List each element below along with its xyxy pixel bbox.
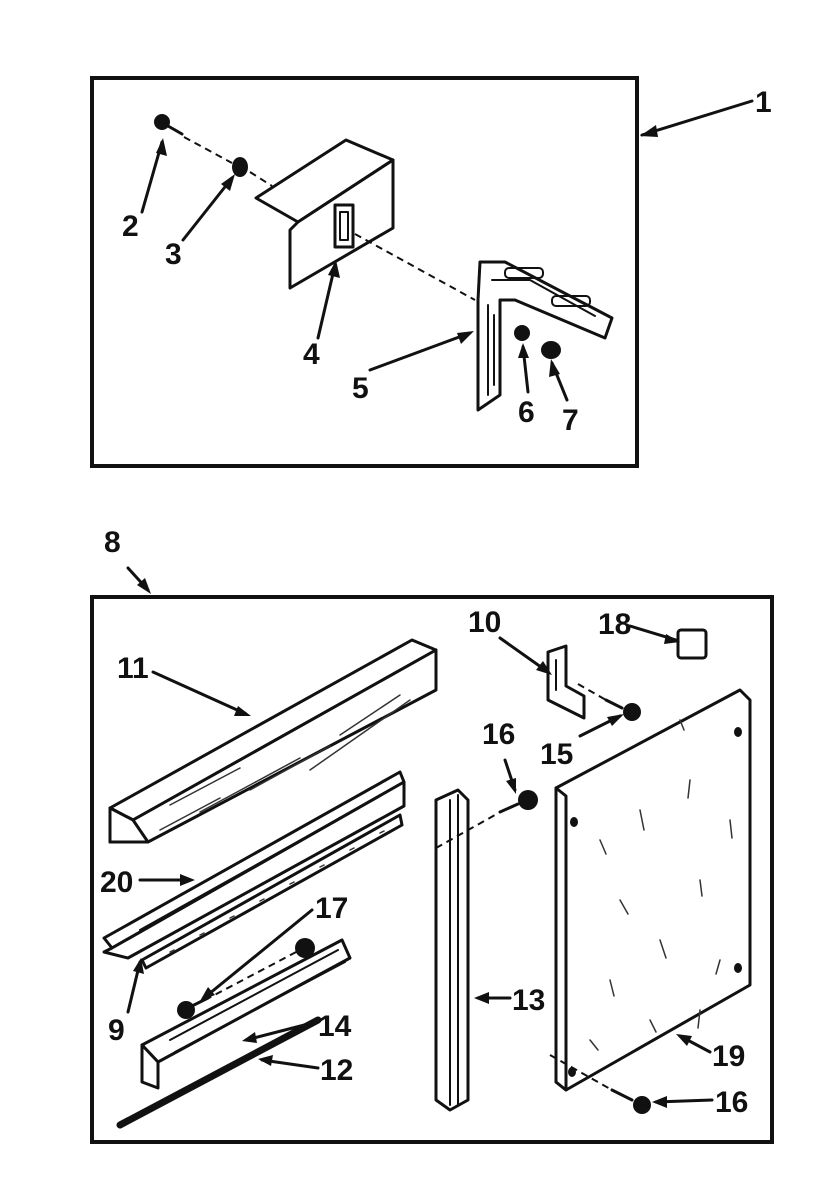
callout-label-10: 10	[468, 606, 501, 639]
callout-label-16-upper: 16	[482, 718, 515, 751]
callout-label-17: 17	[315, 892, 348, 925]
callout-label-6: 6	[518, 396, 535, 429]
callout-label-14: 14	[318, 1010, 352, 1043]
callout-label-12: 12	[320, 1054, 353, 1087]
clip-part-18	[676, 628, 708, 660]
callout-label-15: 15	[540, 738, 573, 771]
callout-labels: 1 2 3 4 5 6 7 8 9 10 11 12 13 14 15 16 1…	[100, 86, 772, 1119]
callout-label-1: 1	[755, 86, 772, 119]
leader-lines-bottom	[126, 566, 714, 1108]
vertical-channel-part-13	[434, 788, 470, 1112]
angle-bracket-part-5	[476, 260, 614, 412]
screw-part-16-lower	[610, 1088, 651, 1114]
screw-part-2	[154, 114, 184, 136]
assembly-line-top-1	[183, 136, 273, 187]
callout-label-4: 4	[303, 338, 320, 371]
callout-label-5: 5	[352, 372, 369, 405]
top-kit-group	[90, 76, 754, 468]
panel-part-19	[554, 688, 752, 1092]
callout-label-19: 19	[712, 1040, 745, 1073]
screw-part-16-upper	[498, 790, 538, 814]
callout-label-13: 13	[512, 984, 545, 1017]
callout-label-16-lower: 16	[715, 1086, 748, 1119]
callout-label-7: 7	[562, 404, 579, 437]
callout-label-9: 9	[108, 1014, 125, 1047]
screw-part-15	[604, 698, 641, 721]
callout-label-20: 20	[100, 866, 133, 899]
wood-sill-part-11	[108, 638, 438, 844]
callout-label-11: 11	[117, 652, 149, 685]
callout-label-2: 2	[122, 210, 139, 243]
bottom-kit-group	[90, 566, 774, 1144]
callout-label-3: 3	[165, 238, 182, 271]
top-kit-frame	[90, 76, 639, 468]
leader-lines-top	[140, 99, 754, 402]
small-bracket-part-10	[546, 644, 586, 720]
assembly-line-bottom-3	[577, 683, 607, 701]
washer-part-3	[232, 157, 248, 177]
foam-strip-part-12	[116, 1016, 322, 1129]
assembly-line-top-2	[354, 233, 476, 301]
lower-rail-part-14	[140, 938, 352, 1090]
channel-rail-part-20	[102, 770, 406, 960]
assembly-line-bottom-1	[204, 949, 301, 1001]
callout-label-18: 18	[598, 608, 631, 641]
nut-part-6	[514, 325, 530, 341]
bottom-kit-frame	[90, 595, 774, 1144]
nut-part-7	[541, 341, 561, 359]
perforated-strip-part-9	[140, 813, 404, 970]
callout-label-8: 8	[104, 526, 121, 559]
bracket-plate-part-4	[254, 138, 395, 290]
